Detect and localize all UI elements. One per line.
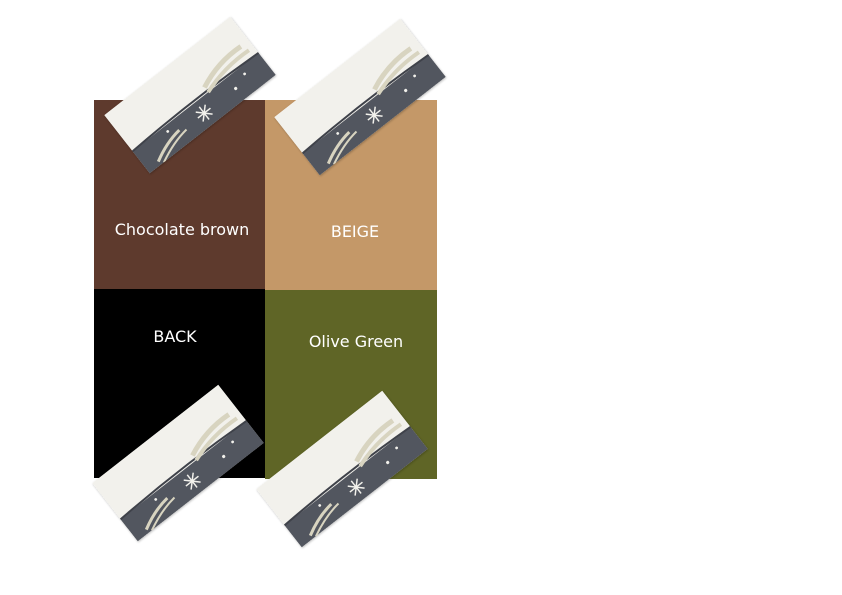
swatch-label-chocolate-brown: Chocolate brown: [114, 220, 250, 239]
fabric-swatch-icon: [92, 384, 264, 542]
swatch-label-black: BACK: [153, 327, 197, 346]
fabric-swatch-icon: [104, 16, 276, 174]
fabric-swatch-icon: [256, 390, 428, 548]
swatch-label-olive-green: Olive Green: [308, 332, 404, 351]
swatch-label-beige: BEIGE: [330, 222, 380, 241]
fabric-swatch-icon: [274, 18, 446, 176]
